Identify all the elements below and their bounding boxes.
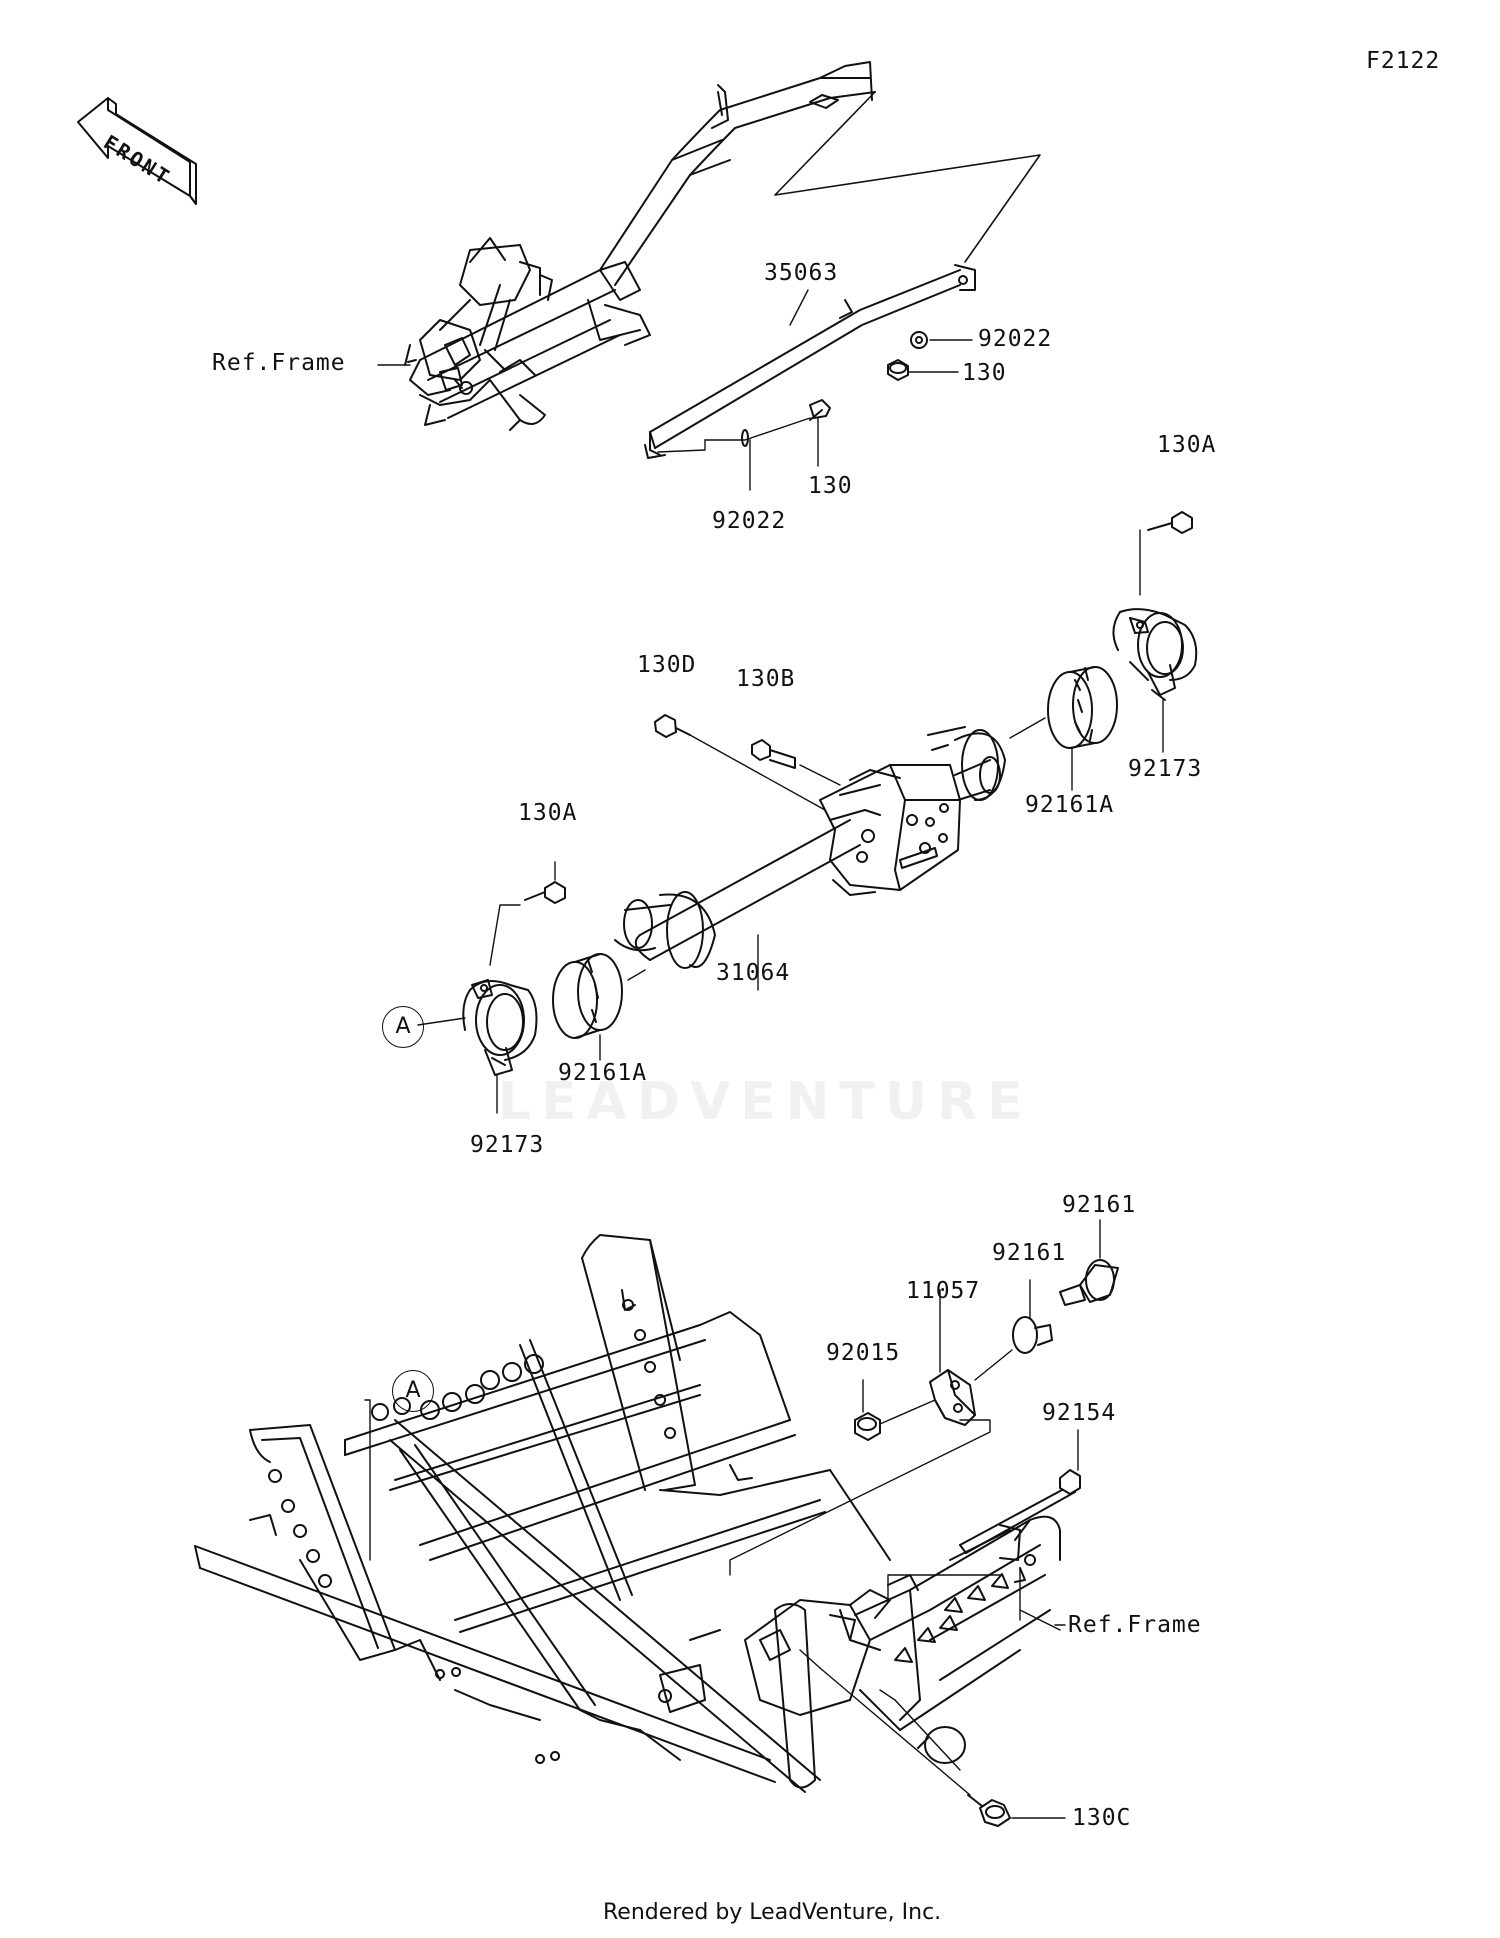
bracket-11057 [929, 1369, 976, 1426]
label-11057: 11057 [906, 1278, 981, 1304]
callout-a-upper: A [382, 1006, 424, 1048]
nut-92015 [854, 1412, 881, 1441]
label-92161-top: 92161 [1062, 1192, 1137, 1218]
bolt-130d [654, 714, 826, 811]
label-92022-lower: 92022 [712, 508, 787, 534]
bushing-92161-top [1059, 1259, 1119, 1306]
nut-130-right [887, 359, 909, 381]
break-line [774, 91, 1041, 263]
upper-leader-lines [377, 289, 973, 491]
label-92161a-right: 92161A [1025, 792, 1115, 818]
label-92015: 92015 [826, 1340, 901, 1366]
bushing-92161a-right [1047, 666, 1118, 749]
label-130-bolt: 130 [808, 473, 853, 499]
label-92173-right: 92173 [1128, 756, 1203, 782]
bolt-130c [967, 1794, 1011, 1827]
lower-leader-lines [364, 1219, 1101, 1819]
label-ref-frame-top: Ref.Frame [212, 350, 346, 376]
label-35063: 35063 [764, 260, 839, 286]
label-92161-mid: 92161 [992, 1240, 1067, 1266]
label-92161a-left: 92161A [558, 1060, 648, 1086]
bolt-130a-right [1147, 511, 1193, 534]
pivot-shaft-31064 [614, 726, 1006, 969]
upper-frame-drawing [404, 61, 876, 431]
label-92173-left: 92173 [470, 1132, 545, 1158]
bushing-92161a-left [552, 953, 623, 1039]
brace-35063-drawing [644, 264, 976, 459]
washer-92022-lower [741, 429, 749, 447]
bracket-92173-right [1112, 608, 1198, 701]
watermark-text: LEADVENTURE [498, 1072, 1033, 1132]
label-31064: 31064 [716, 960, 791, 986]
callout-a-lower: A [392, 1370, 434, 1412]
footer-credit: Rendered by LeadVenture, Inc. [603, 1900, 942, 1925]
label-ref-frame-bottom: Ref.Frame [1068, 1612, 1202, 1638]
bolt-130-brace [809, 399, 831, 421]
label-130a-left: 130A [518, 800, 578, 826]
bolt-92154 [959, 1469, 1081, 1554]
label-130-right: 130 [962, 360, 1007, 386]
lower-frame-drawing [194, 1234, 1061, 1793]
label-92154: 92154 [1042, 1400, 1117, 1426]
label-92022-right: 92022 [978, 326, 1053, 352]
label-130d: 130D [637, 652, 697, 678]
label-130a-right: 130A [1157, 432, 1217, 458]
diagram-code: F2122 [1366, 48, 1441, 74]
washer-92022-right [910, 331, 928, 349]
washer-92161-mid [1012, 1316, 1053, 1354]
bolt-130a-left [524, 881, 566, 904]
bolt-130b [751, 739, 841, 786]
label-130b: 130B [736, 666, 796, 692]
front-arrow-icon: FRONT [77, 97, 197, 205]
bracket-92173-left [462, 979, 538, 1076]
label-130c: 130C [1072, 1805, 1132, 1831]
